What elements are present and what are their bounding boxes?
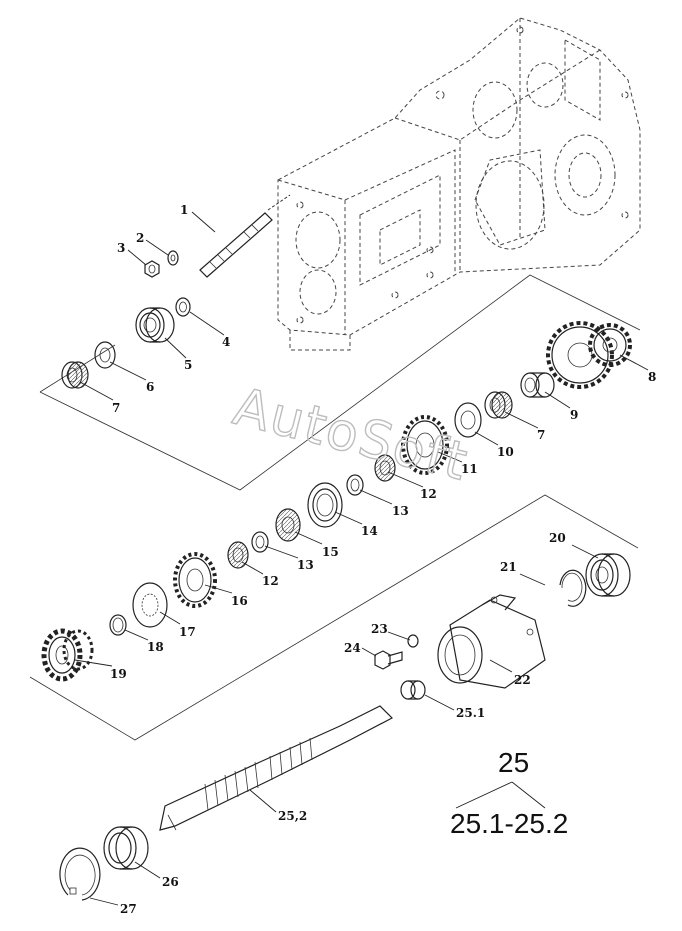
gear-part-19 bbox=[41, 628, 94, 682]
callout-12b: 12 bbox=[262, 574, 279, 588]
needle-bearing-part-12b bbox=[227, 541, 249, 569]
bushing-part-25-1 bbox=[400, 680, 426, 700]
assembly-legend: 25 25.1-25.2 bbox=[450, 747, 568, 839]
callout-21: 21 bbox=[500, 560, 517, 574]
callout-16: 16 bbox=[231, 594, 248, 608]
washer-part-6 bbox=[94, 341, 116, 369]
shaft-part-25-2 bbox=[159, 705, 394, 831]
housing-part-22 bbox=[437, 594, 546, 689]
washer-part-10 bbox=[454, 402, 482, 438]
needle-bearing-part-7a bbox=[61, 361, 89, 389]
callout-2: 2 bbox=[136, 231, 144, 245]
callout-10: 10 bbox=[497, 445, 514, 459]
callout-13b: 13 bbox=[297, 558, 314, 572]
snap-ring-part-27 bbox=[59, 847, 101, 901]
callout-13a: 13 bbox=[392, 504, 409, 518]
assembly-range: 25.1-25.2 bbox=[450, 808, 568, 839]
bearing-part-20 bbox=[585, 553, 631, 597]
callout-17: 17 bbox=[179, 625, 196, 639]
needle-bearing-part-12a bbox=[374, 454, 396, 482]
callout-1: 1 bbox=[180, 203, 188, 217]
gearbox-housing bbox=[277, 17, 641, 351]
callout-14: 14 bbox=[361, 524, 378, 538]
gear-part-16 bbox=[173, 552, 217, 608]
callout-labels: 1 2 3 4 5 6 7 8 9 7 10 11 12 13 14 15 13… bbox=[110, 203, 656, 916]
callout-12a: 12 bbox=[420, 487, 437, 501]
bearing-part-5 bbox=[135, 307, 175, 343]
callout-23: 23 bbox=[371, 622, 388, 636]
disc-part-17 bbox=[132, 582, 168, 628]
callout-26: 26 bbox=[162, 875, 179, 889]
callout-25-2: 25,2 bbox=[278, 809, 307, 823]
bearing-part-26 bbox=[103, 826, 149, 870]
snap-ring-part-18 bbox=[109, 614, 127, 636]
callout-6: 6 bbox=[146, 380, 154, 394]
sleeve-part-14 bbox=[307, 482, 343, 528]
leader-lines bbox=[74, 211, 649, 906]
callout-11: 11 bbox=[461, 462, 478, 476]
callout-7a: 7 bbox=[112, 401, 120, 415]
assembly-number: 25 bbox=[498, 747, 529, 778]
washer-part-2 bbox=[167, 250, 179, 266]
gear-part-8 bbox=[546, 321, 632, 389]
stud-part-1 bbox=[199, 194, 291, 278]
ring-part-13b bbox=[251, 531, 269, 553]
callout-24: 24 bbox=[344, 641, 361, 655]
hub-part-15 bbox=[275, 508, 301, 542]
callout-22: 22 bbox=[514, 673, 531, 687]
callout-8: 8 bbox=[648, 370, 656, 384]
washer-part-23 bbox=[407, 634, 419, 648]
needle-bearing-part-7b bbox=[484, 391, 513, 419]
bushing-part-9 bbox=[520, 372, 555, 398]
callout-27: 27 bbox=[120, 902, 137, 916]
callout-9: 9 bbox=[570, 408, 578, 422]
bolt-part-24 bbox=[374, 650, 403, 670]
ring-part-13a bbox=[346, 474, 364, 496]
callout-3: 3 bbox=[117, 241, 125, 255]
callout-4: 4 bbox=[222, 335, 230, 349]
callout-5: 5 bbox=[184, 358, 192, 372]
callout-19: 19 bbox=[110, 667, 127, 681]
callout-18: 18 bbox=[147, 640, 164, 654]
gear-part-11 bbox=[401, 415, 449, 475]
callout-25-1: 25.1 bbox=[456, 706, 485, 720]
group-frame-lower bbox=[29, 494, 639, 741]
nut-part-3 bbox=[144, 260, 160, 278]
callout-15: 15 bbox=[322, 545, 339, 559]
callout-7b: 7 bbox=[537, 428, 545, 442]
ring-part-4 bbox=[175, 297, 191, 317]
callout-20: 20 bbox=[549, 531, 566, 545]
snap-ring-part-21 bbox=[559, 569, 587, 607]
